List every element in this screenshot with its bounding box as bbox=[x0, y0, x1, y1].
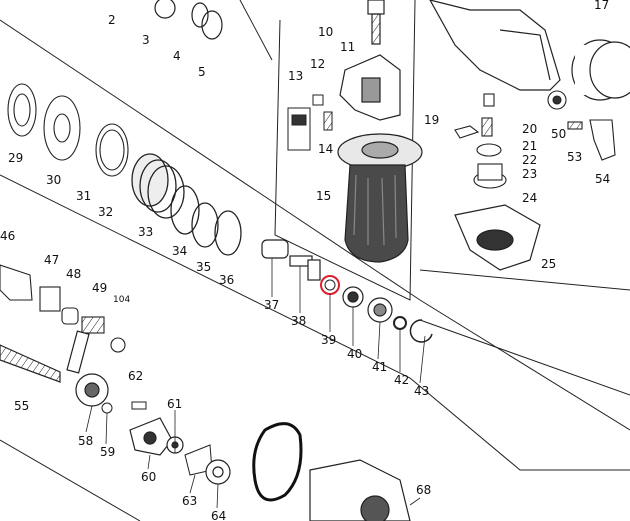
part-20 bbox=[483, 93, 495, 107]
label-40: 40 bbox=[347, 347, 362, 361]
label-4: 4 bbox=[173, 49, 181, 63]
part-group-left-middle bbox=[0, 264, 126, 353]
label-15: 15 bbox=[316, 189, 331, 203]
part-11-handle-clamp[interactable] bbox=[339, 54, 401, 121]
label-13: 13 bbox=[288, 69, 303, 83]
label-29: 29 bbox=[8, 151, 23, 165]
part-39-seal-highlighted[interactable] bbox=[320, 275, 340, 295]
leader-lines bbox=[85, 258, 426, 509]
label-3: 3 bbox=[142, 33, 150, 47]
part-labels: 2 3 4 5 10 11 12 13 14 15 17 19 20 21 22… bbox=[0, 0, 610, 521]
label-22: 22 bbox=[522, 153, 537, 167]
label-20: 20 bbox=[522, 122, 537, 136]
label-55: 55 bbox=[14, 399, 29, 413]
part-37-sleeve[interactable] bbox=[261, 239, 289, 259]
part-15-side-handle[interactable] bbox=[337, 133, 423, 263]
label-33: 33 bbox=[138, 225, 153, 239]
part-62-screw[interactable] bbox=[131, 401, 147, 410]
label-11: 11 bbox=[340, 40, 355, 54]
part-10-screw[interactable] bbox=[367, 0, 385, 45]
label-61: 61 bbox=[167, 397, 182, 411]
part-42-o-ring[interactable] bbox=[393, 316, 407, 330]
part-41-bearing[interactable] bbox=[367, 297, 393, 323]
label-25: 25 bbox=[541, 257, 556, 271]
label-47: 47 bbox=[44, 253, 59, 267]
label-59: 59 bbox=[100, 445, 115, 459]
part-group-top-left bbox=[154, 0, 223, 40]
label-30: 30 bbox=[46, 173, 61, 187]
label-46: 46 bbox=[0, 229, 15, 243]
large-o-ring bbox=[252, 422, 303, 502]
label-104: 104 bbox=[113, 295, 130, 305]
label-54: 54 bbox=[595, 172, 610, 186]
label-35: 35 bbox=[196, 260, 211, 274]
part-group-far-right bbox=[547, 90, 616, 161]
label-58: 58 bbox=[78, 434, 93, 448]
label-37: 37 bbox=[264, 298, 279, 312]
part-12-nut[interactable] bbox=[312, 94, 324, 106]
label-48: 48 bbox=[66, 267, 81, 281]
label-50: 50 bbox=[551, 127, 566, 141]
label-21: 21 bbox=[522, 139, 537, 153]
part-59-washer[interactable] bbox=[101, 402, 113, 414]
label-41: 41 bbox=[372, 360, 387, 374]
label-19: 19 bbox=[424, 113, 439, 127]
label-17: 17 bbox=[594, 0, 609, 12]
part-13-block[interactable] bbox=[287, 107, 311, 151]
label-2: 2 bbox=[108, 13, 116, 27]
label-43: 43 bbox=[414, 384, 429, 398]
label-24: 24 bbox=[522, 191, 537, 205]
part-25-guard[interactable] bbox=[454, 204, 541, 271]
part-38-pin[interactable] bbox=[289, 255, 321, 281]
part-group-right-middle bbox=[454, 93, 507, 189]
label-5: 5 bbox=[198, 65, 206, 79]
label-68: 68 bbox=[416, 483, 431, 497]
label-39: 39 bbox=[321, 333, 336, 347]
label-32: 32 bbox=[98, 205, 113, 219]
label-62: 62 bbox=[128, 369, 143, 383]
label-42: 42 bbox=[394, 373, 409, 387]
label-60: 60 bbox=[141, 470, 156, 484]
label-63: 63 bbox=[182, 494, 197, 508]
label-49: 49 bbox=[92, 281, 107, 295]
label-14: 14 bbox=[318, 142, 333, 156]
part-14-spring[interactable] bbox=[323, 111, 333, 131]
label-34: 34 bbox=[172, 244, 187, 258]
part-58-crank[interactable] bbox=[66, 330, 109, 407]
label-36: 36 bbox=[219, 273, 234, 287]
part-68-motor[interactable] bbox=[309, 459, 411, 521]
part-group-springs bbox=[131, 153, 242, 256]
label-23: 23 bbox=[522, 167, 537, 181]
label-38: 38 bbox=[291, 314, 306, 328]
part-55-shaft[interactable] bbox=[0, 344, 61, 383]
part-group-left-gears bbox=[7, 83, 129, 177]
label-64: 64 bbox=[211, 509, 226, 521]
label-10: 10 bbox=[318, 25, 333, 39]
part-64-gear[interactable] bbox=[205, 459, 231, 485]
label-12: 12 bbox=[310, 57, 325, 71]
label-31: 31 bbox=[76, 189, 91, 203]
label-53: 53 bbox=[567, 150, 582, 164]
part-17-housing[interactable] bbox=[429, 0, 630, 101]
part-60-gear-assembly[interactable] bbox=[129, 417, 173, 456]
part-40-bushing[interactable] bbox=[342, 286, 364, 308]
part-43-circlip[interactable] bbox=[409, 319, 433, 343]
